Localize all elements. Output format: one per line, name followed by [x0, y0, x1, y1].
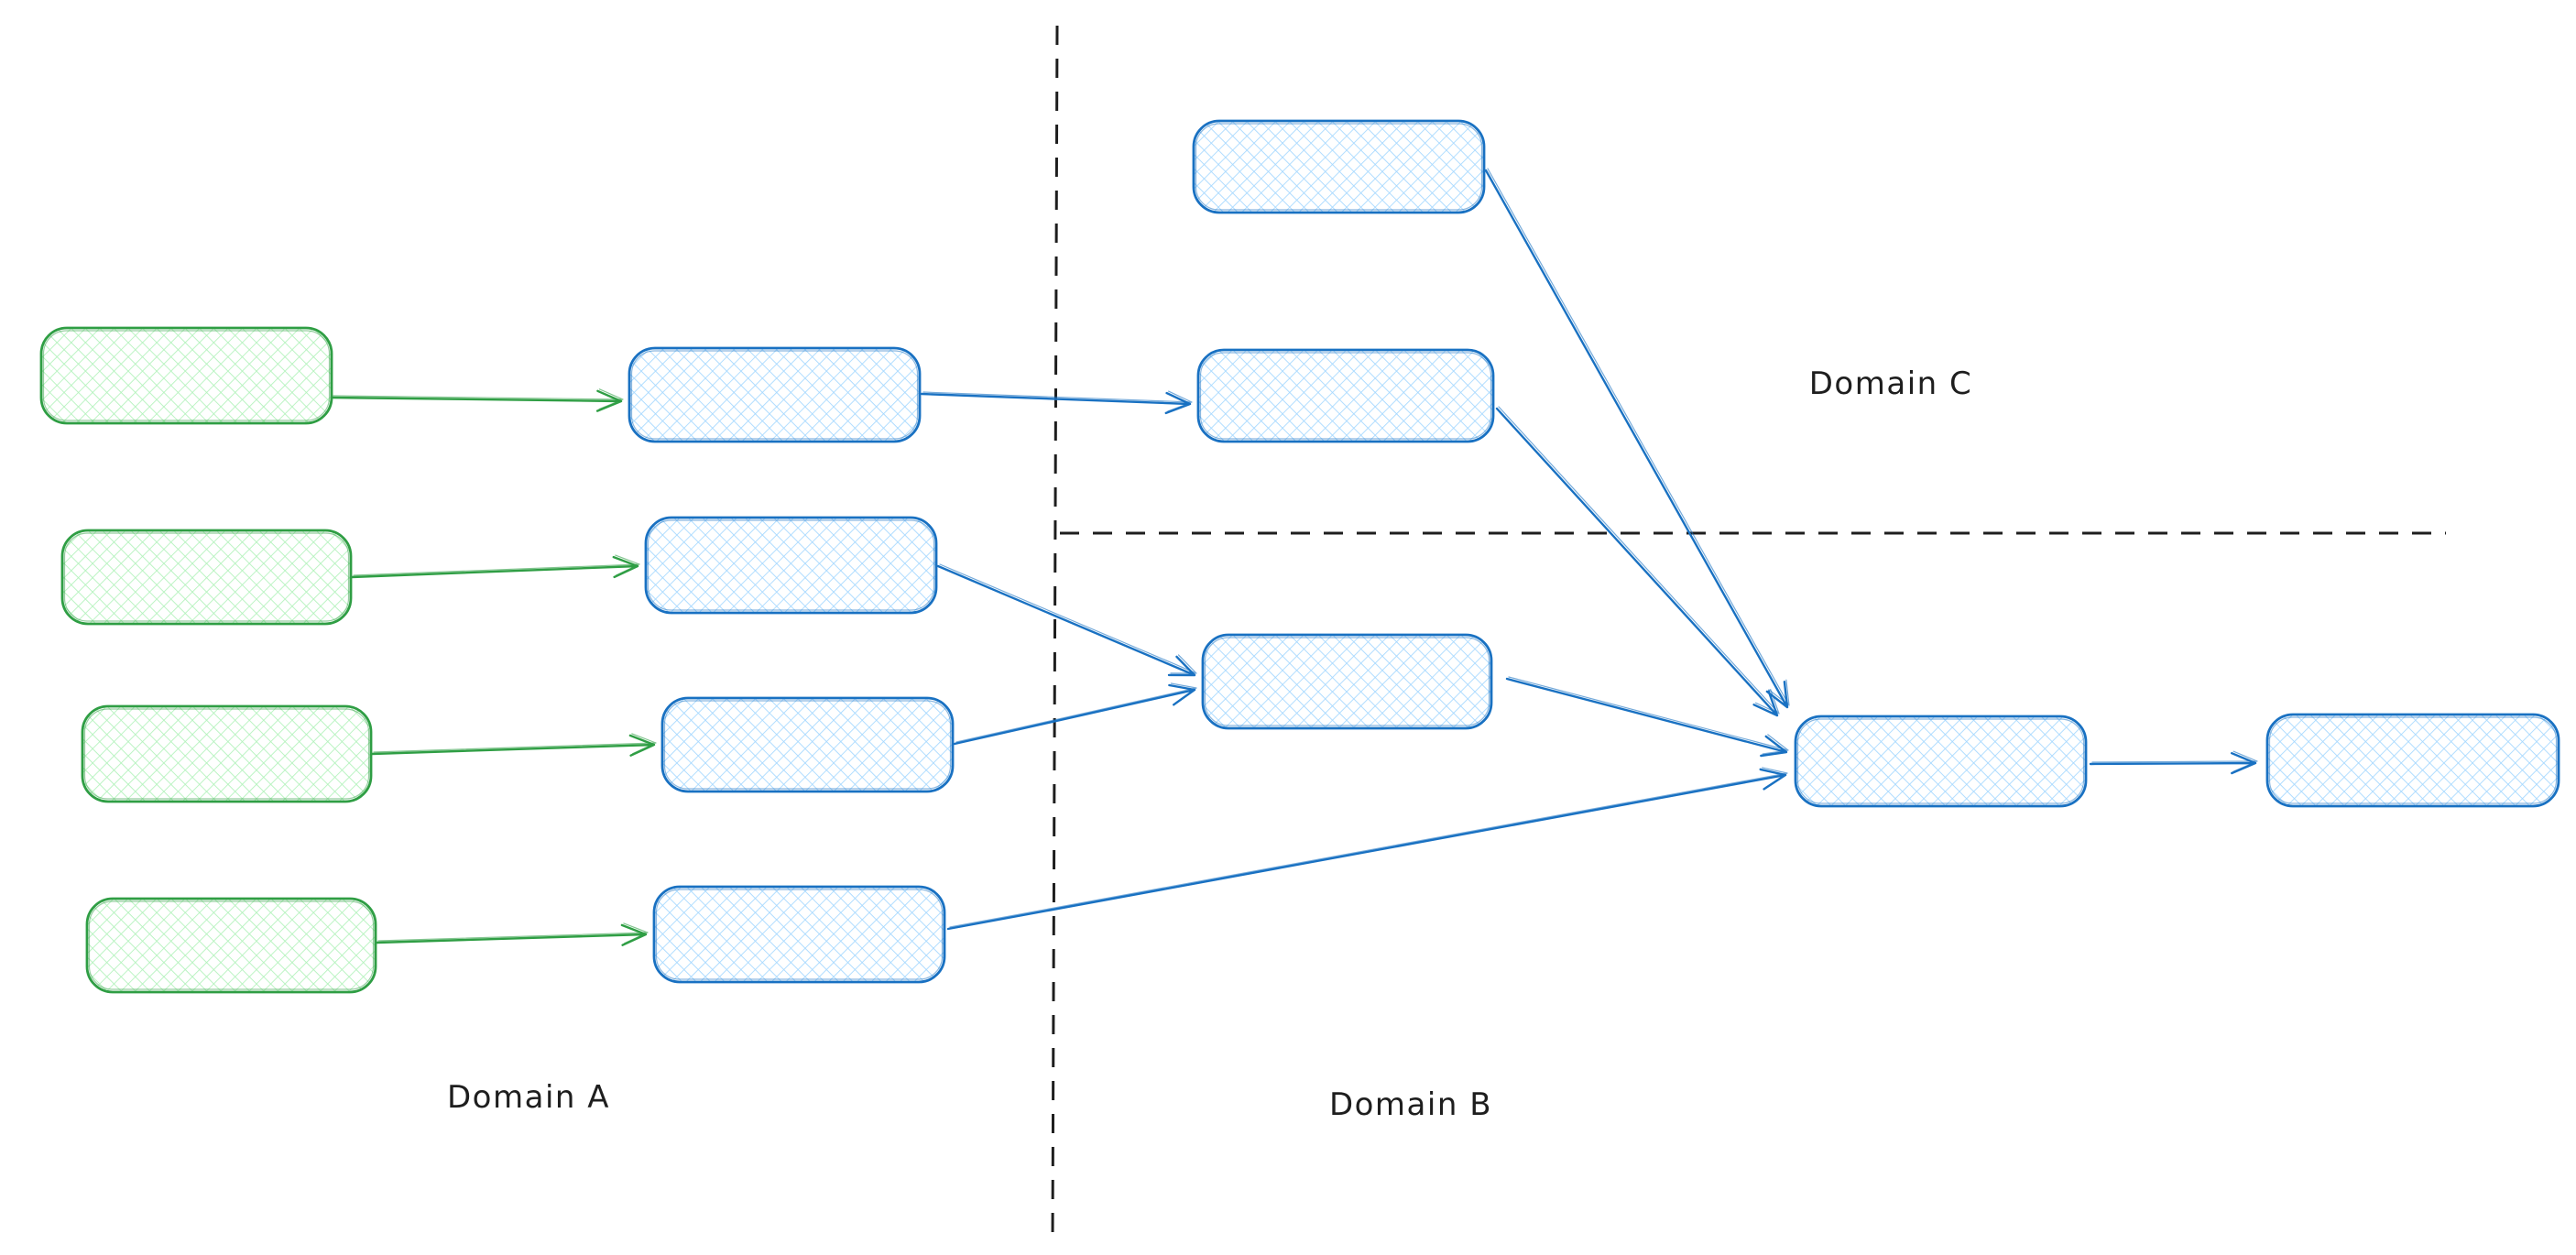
domain-b-node-1[interactable] [1201, 633, 1493, 730]
domain-a-node-2[interactable] [644, 516, 938, 615]
domain-a-node-4[interactable] [652, 885, 946, 984]
arrow-merge-to-output[interactable] [2089, 750, 2258, 775]
arrow-a4-to-merge[interactable] [946, 767, 1788, 931]
domain-a-node-1[interactable] [628, 346, 922, 443]
domain-a-node-3[interactable] [660, 696, 955, 793]
divider-vertical-domain-a-b[interactable] [1051, 25, 1059, 1243]
arrow-a1-to-cnode2[interactable] [920, 390, 1193, 415]
label-domain-c[interactable]: Domain C [1809, 366, 1972, 402]
arrow-source1-to-a1[interactable] [330, 388, 624, 412]
domain-a-source-2[interactable] [60, 529, 353, 626]
arrow-cnode2-to-merge[interactable] [1495, 406, 1780, 717]
label-domain-a[interactable]: Domain A [447, 1079, 610, 1116]
arrow-bnode1-to-merge[interactable] [1505, 676, 1789, 758]
domain-a-source-1[interactable] [39, 326, 333, 425]
domain-c-node-2[interactable] [1196, 348, 1495, 443]
arrow-cnode1-to-merge[interactable] [1484, 168, 1790, 709]
arrow-source3-to-a3[interactable] [370, 733, 657, 757]
arrow-source2-to-a2[interactable] [350, 554, 640, 579]
arrow-a3-to-bnode1[interactable] [953, 682, 1197, 746]
arrow-source4-to-a4[interactable] [375, 922, 649, 946]
domain-a-source-3[interactable] [81, 704, 373, 803]
label-domain-b[interactable]: Domain B [1329, 1086, 1492, 1123]
domain-b-merge-node[interactable] [1794, 715, 2088, 808]
arrow-a2-to-bnode1[interactable] [936, 563, 1197, 677]
domain-a-source-4[interactable] [85, 897, 377, 994]
domain-c-node-1[interactable] [1192, 119, 1486, 214]
domain-b-output-node[interactable] [2265, 713, 2560, 808]
